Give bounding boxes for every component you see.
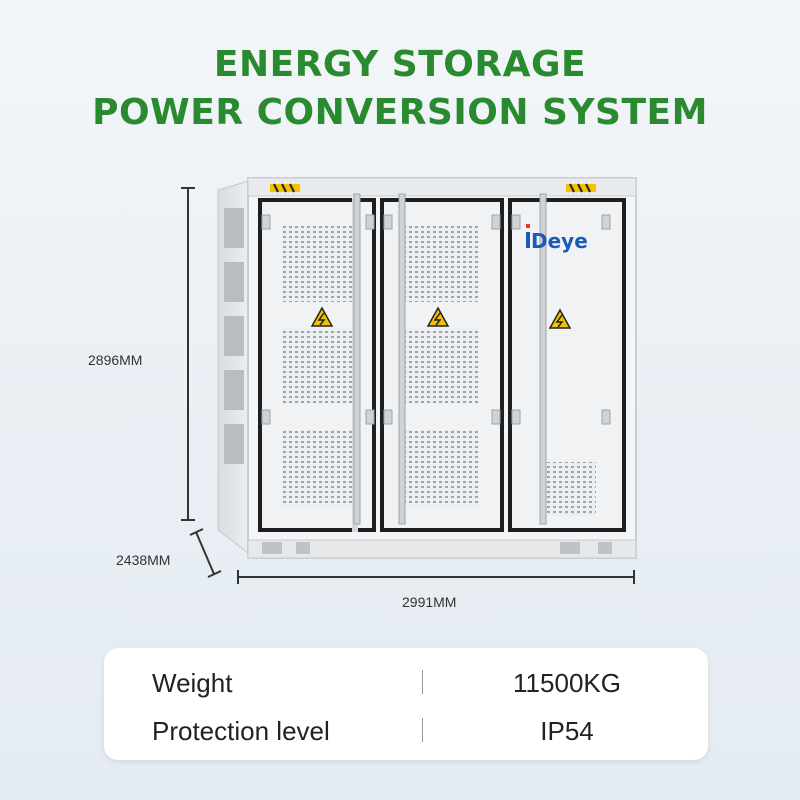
spec-divider — [422, 718, 423, 742]
spec-label: Protection level — [152, 716, 330, 746]
cabinet-door-right — [508, 198, 626, 532]
height-dimension-label: 2896MM — [88, 352, 143, 368]
page-title-line-1: ENERGY STORAGE — [213, 44, 587, 85]
width-dimension-label: 2991MM — [402, 594, 457, 610]
width-dimension-line — [237, 570, 635, 584]
high-voltage-warning-icon — [310, 306, 572, 329]
pcs-container-illustration: Deye — [181, 177, 637, 584]
door-handles — [261, 193, 611, 525]
spec-label: Weight — [152, 668, 233, 698]
container-feet — [262, 542, 612, 554]
deye-logo: Deye — [526, 224, 588, 253]
spec-row-weight: Weight 11500KG — [104, 658, 708, 706]
depth-dimension-label: 2438MM — [116, 552, 171, 568]
spec-divider — [422, 670, 423, 694]
spec-table: Weight 11500KG Protection level IP54 — [104, 648, 708, 760]
spec-value: IP54 — [540, 716, 594, 746]
container-side-panel — [217, 179, 253, 558]
page-title-line-2: POWER CONVERSION SYSTEM — [92, 92, 708, 133]
spec-value: 11500KG — [513, 668, 621, 698]
height-dimension-line — [181, 187, 195, 521]
depth-dimension-line — [189, 528, 222, 578]
svg-text:Deye: Deye — [531, 229, 588, 253]
spec-row-protection-level: Protection level IP54 — [104, 706, 708, 754]
